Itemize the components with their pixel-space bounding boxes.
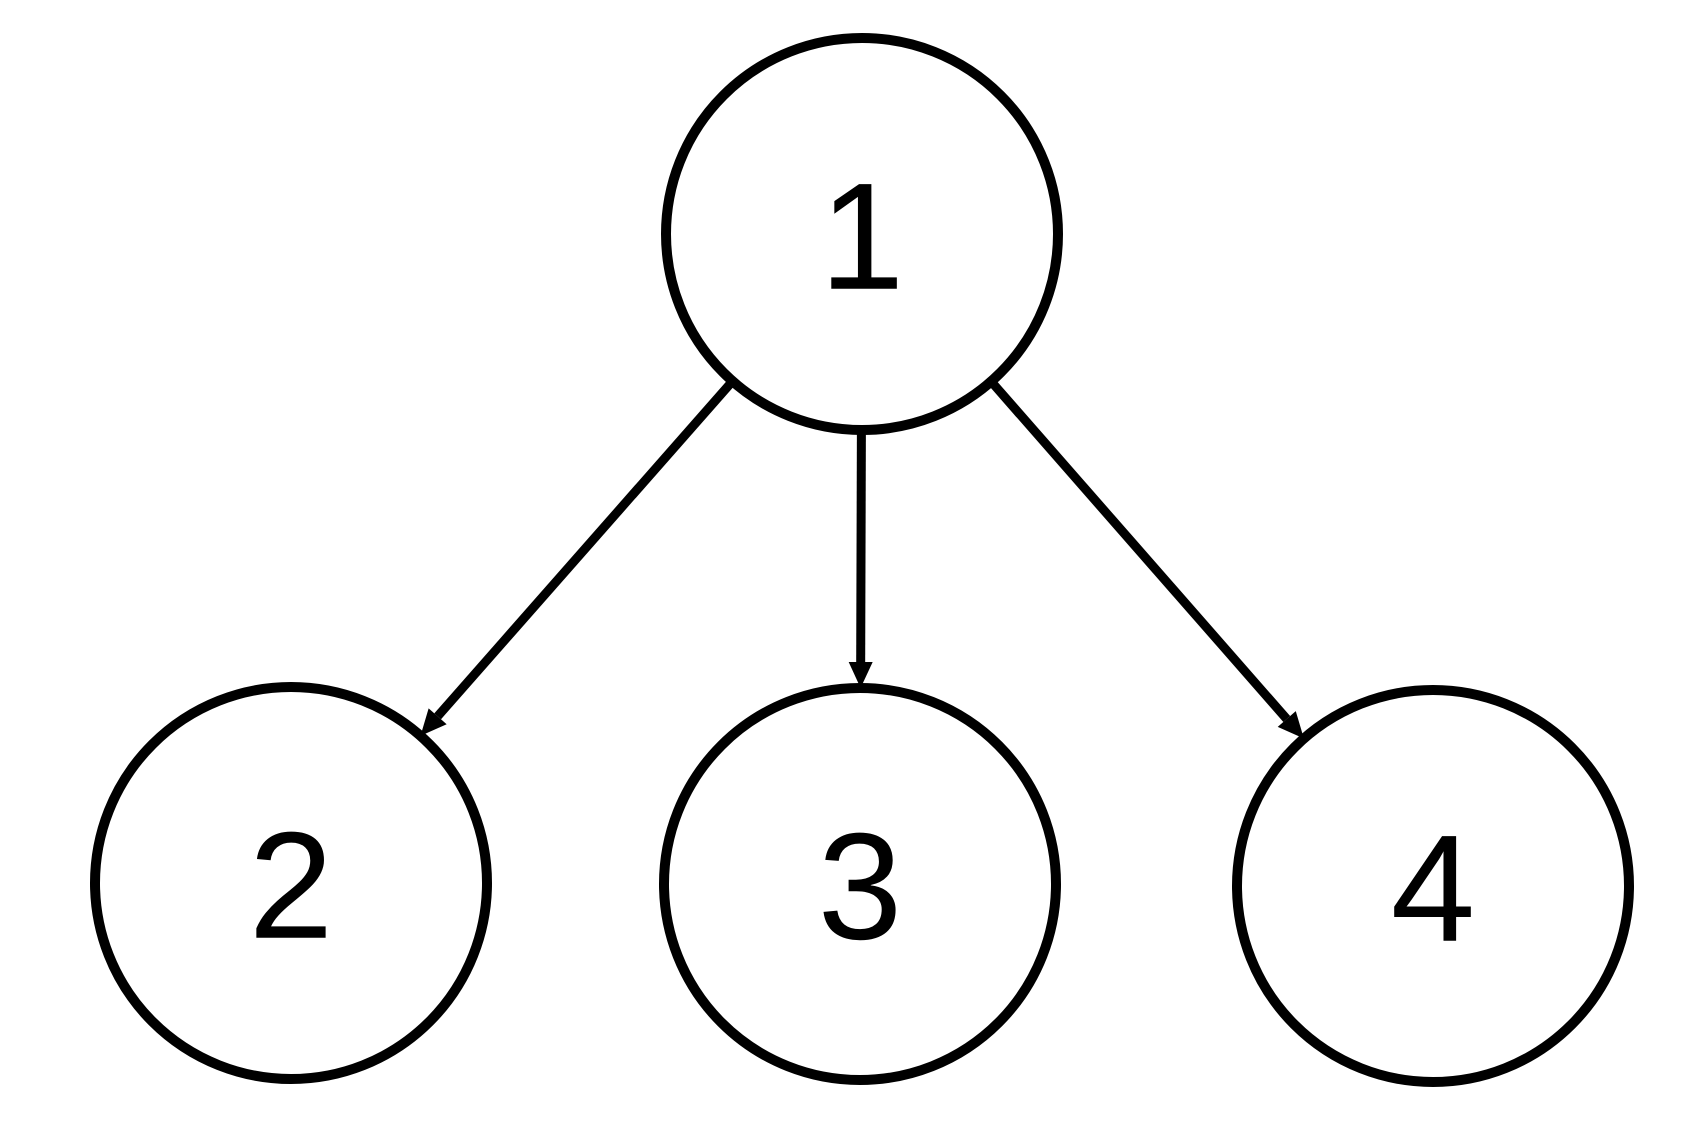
edge-line: [987, 378, 1291, 722]
arrowhead-icon: [848, 661, 873, 689]
edge-line: [856, 429, 866, 663]
edge-1-2: [420, 378, 736, 736]
edge-1-3: [848, 429, 873, 689]
graph-node-1: 1: [661, 33, 1063, 435]
graph-node-2: 2: [90, 682, 492, 1084]
node-label: 4: [1391, 804, 1476, 974]
node-circle: [90, 682, 492, 1084]
node-label: 2: [249, 801, 334, 971]
node-circle: [661, 33, 1063, 435]
graph-node-4: 4: [1232, 685, 1634, 1087]
arrowhead-icon: [420, 708, 447, 736]
node-label: 3: [818, 802, 903, 972]
node-label: 1: [820, 152, 905, 322]
graph-node-3: 3: [659, 683, 1061, 1085]
arrowhead-icon: [1277, 711, 1304, 739]
node-circle: [659, 683, 1061, 1085]
edge-1-4: [987, 378, 1304, 739]
node-circle: [1232, 685, 1634, 1087]
edge-line: [434, 378, 736, 720]
